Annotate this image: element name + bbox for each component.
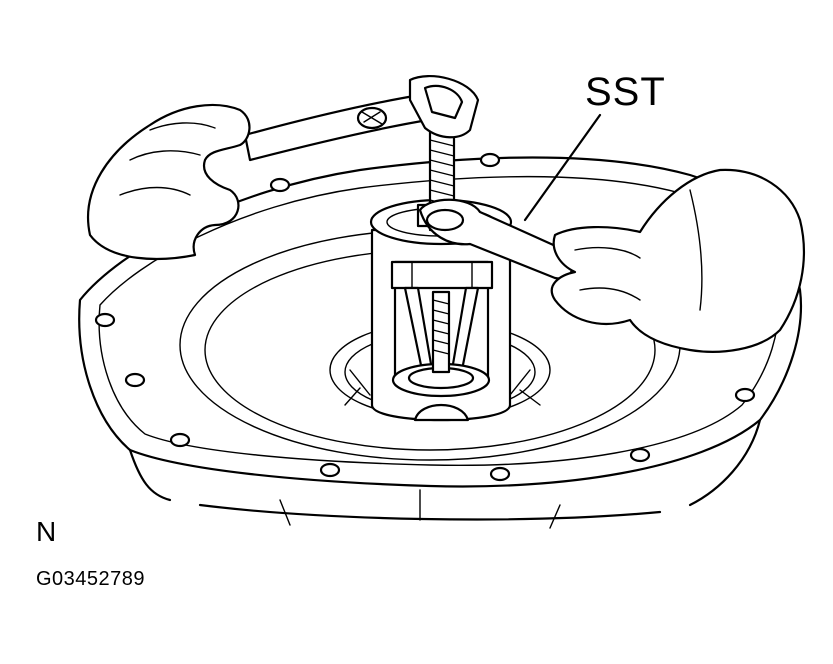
- sst-leader-line: [523, 113, 602, 222]
- view-letter-label: N: [36, 516, 57, 547]
- right-hand: [550, 168, 806, 353]
- sst-puller: [369, 198, 513, 422]
- figure-code-label: G03452789: [36, 568, 146, 590]
- left-hand: [87, 103, 251, 260]
- sst-label: SST: [585, 70, 666, 114]
- adjustable-wrench: [243, 75, 480, 162]
